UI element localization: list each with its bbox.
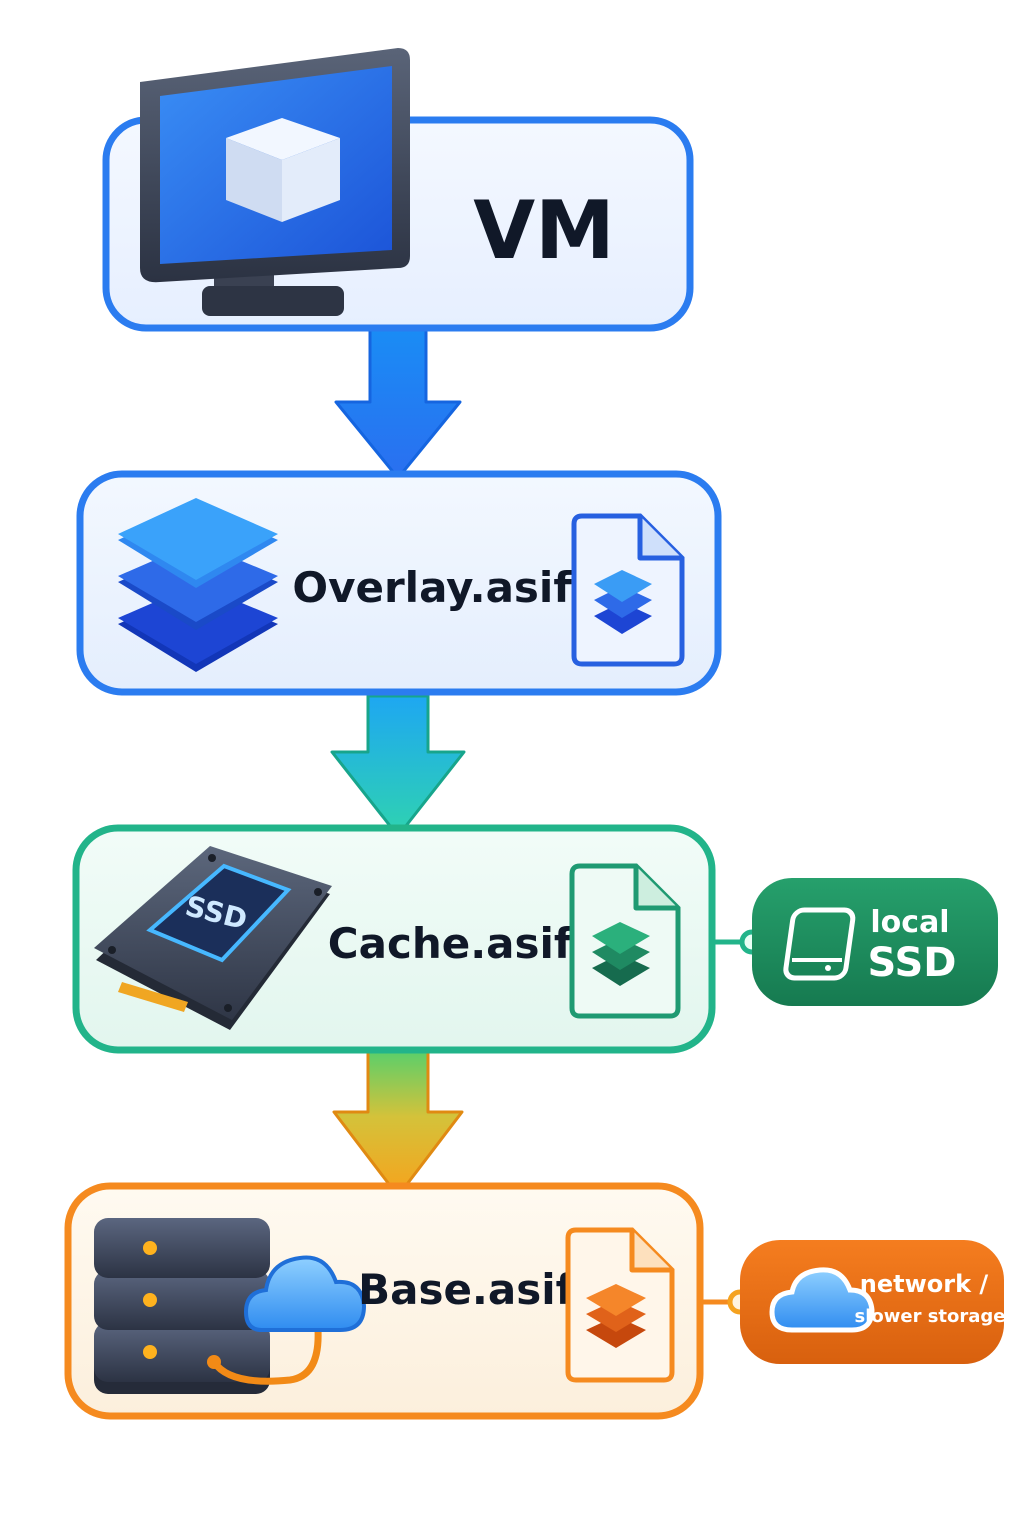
file-layers-icon [565,1227,675,1383]
drive-icon [783,907,856,981]
overlay-node: Overlay.asif [76,470,722,696]
cache-node: SSD Cache.asif [72,824,716,1054]
base-label: Base.asif [358,1265,575,1314]
server-cloud-icon [94,1218,367,1394]
file-layers-icon [571,513,685,667]
local-tag-line1: local [870,905,949,940]
overlay-label: Overlay.asif [292,563,572,612]
arrow-vm-to-overlay [334,328,462,480]
layer-stack-icon [118,498,278,672]
arrow-cache-to-base [332,1050,464,1198]
monitor-cube-icon [140,48,410,316]
local-ssd-tag: local SSD [752,878,998,1006]
network-tag-line2: slower storage [854,1306,1005,1327]
network-storage-tag: network / slower storage [740,1240,1006,1364]
cache-label: Cache.asif [328,919,573,968]
cloud-icon [769,1267,875,1333]
file-layers-icon [569,863,681,1019]
network-tag-line1: network / [860,1270,989,1298]
vm-label: VM [473,184,615,277]
base-node: Base.asif [64,1182,704,1420]
arrow-overlay-to-cache [330,694,466,838]
ssd-drive-icon: SSD [94,846,332,1030]
vm-node: VM [102,48,694,332]
local-tag-line2: SSD [867,940,956,986]
